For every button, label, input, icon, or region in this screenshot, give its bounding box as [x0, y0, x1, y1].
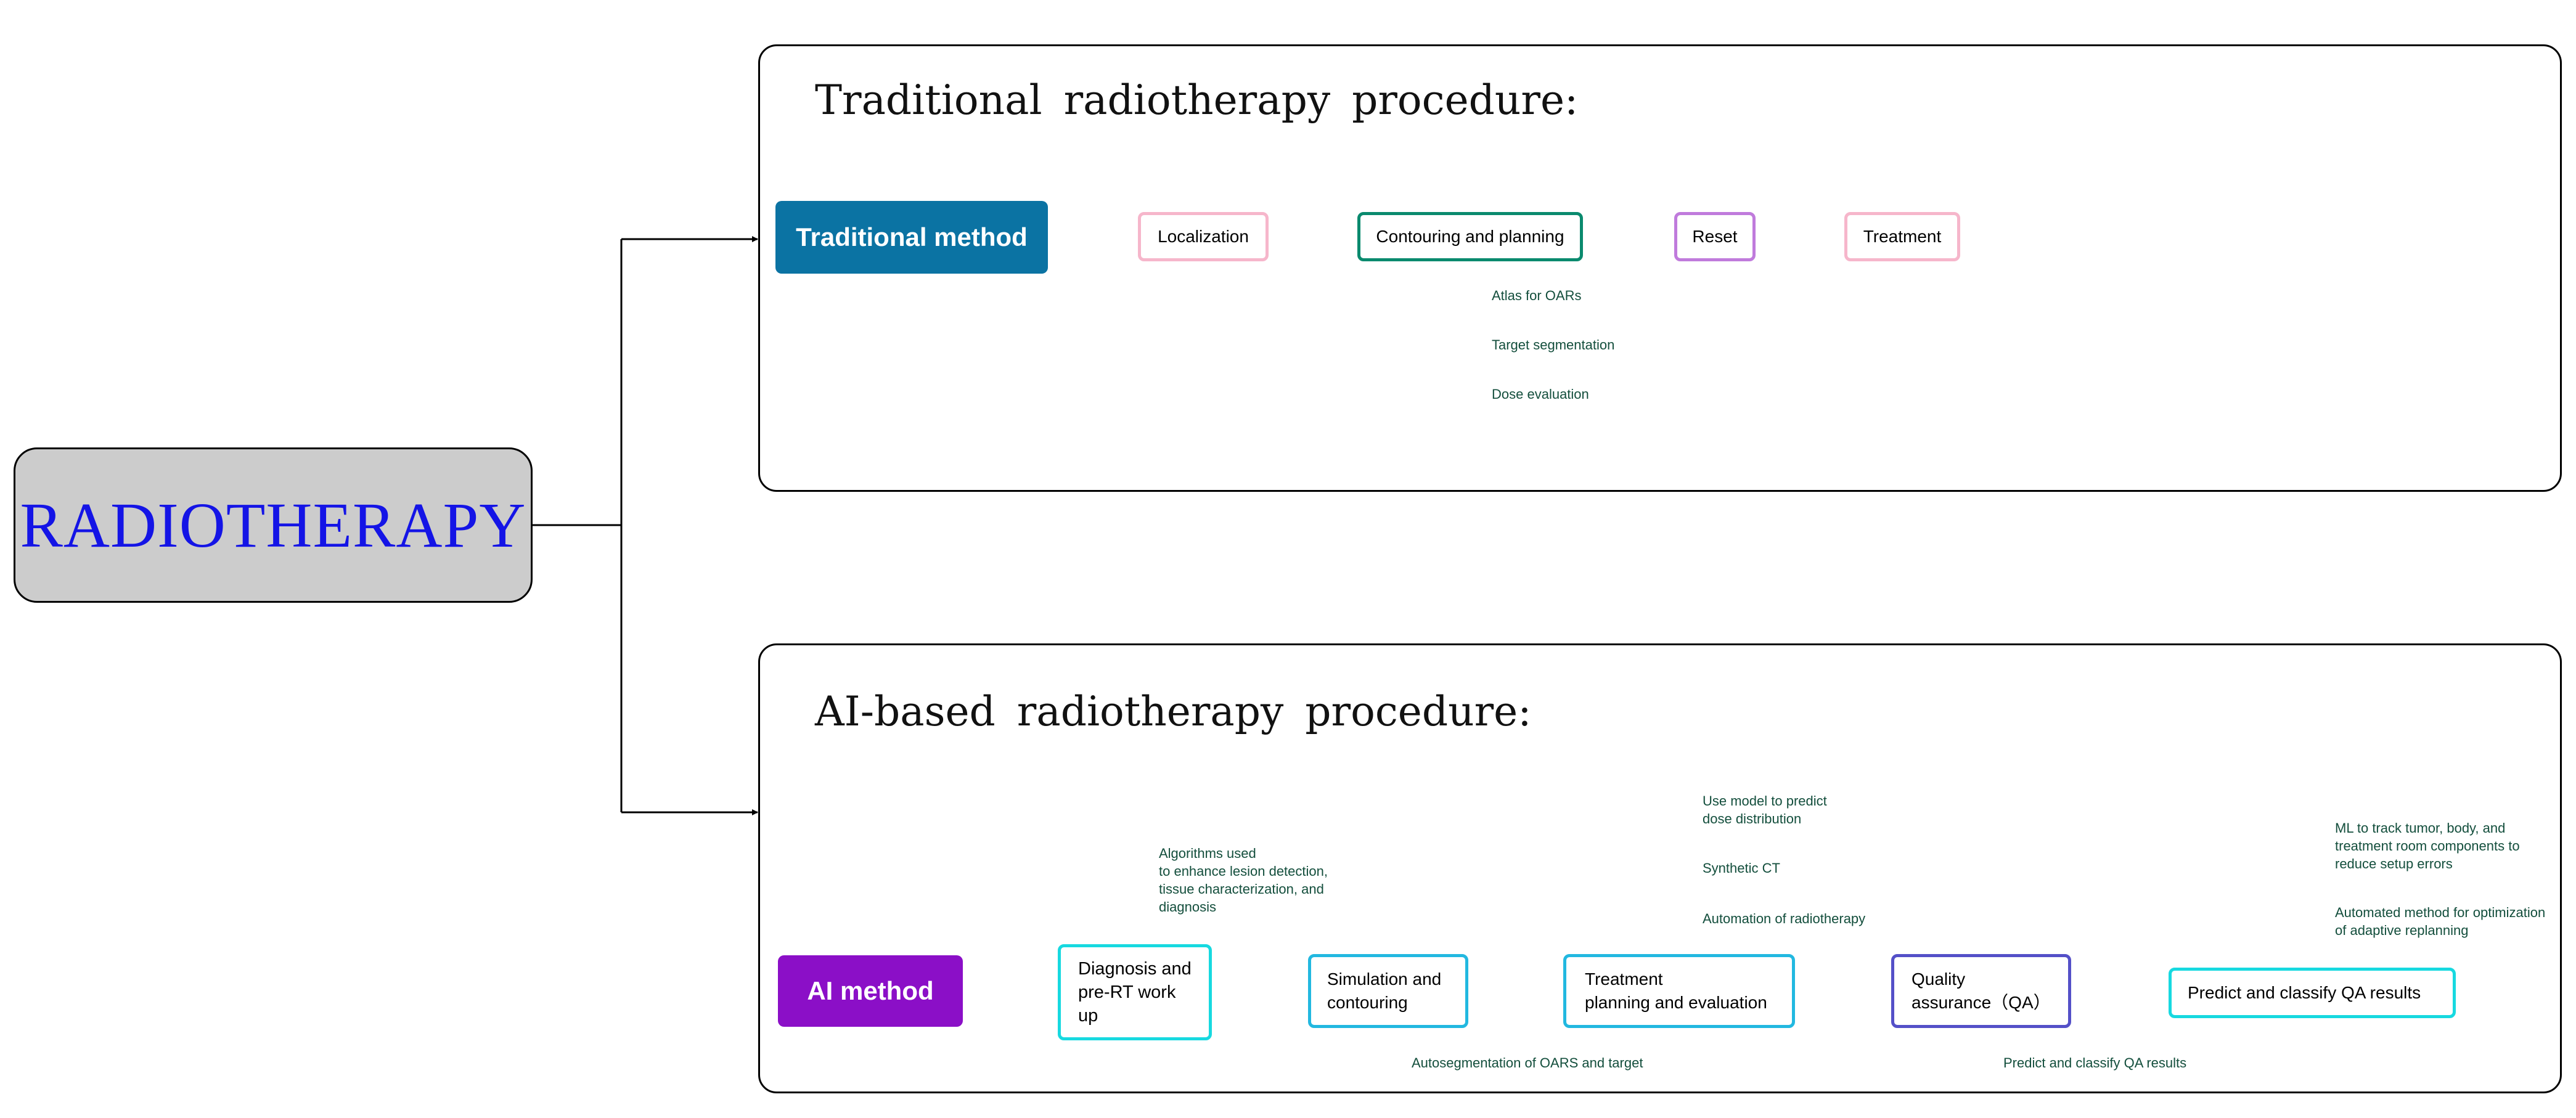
note-synthetic-ct: Synthetic CT — [1703, 860, 1780, 876]
step-reset: Reset — [1674, 212, 1756, 261]
step-contouring-and-planning: Contouring and planning — [1357, 212, 1583, 261]
step-quality-assurance: Quality assurance（QA） — [1891, 954, 2071, 1028]
root-node: RADIOTHERAPY — [14, 447, 533, 603]
step-treatment: Treatment — [1844, 212, 1960, 261]
note-autosegmentation: Autosegmentation of OARS and target — [1412, 1055, 1643, 1071]
branch-atlas-for-oars: Atlas for OARs — [1492, 288, 1582, 303]
traditional-panel-title: Traditional radiotherapy procedure: — [815, 76, 1579, 124]
step-predict-classify: Predict and classify QA results — [2169, 968, 2456, 1018]
root-label: RADIOTHERAPY — [20, 489, 526, 561]
step-diagnosis: Diagnosis and pre-RT work up — [1058, 944, 1212, 1040]
ai-method-box: AI method — [778, 955, 963, 1027]
step-localization: Localization — [1138, 212, 1269, 261]
note-diagnosis-algorithms: Algorithms used to enhance lesion detect… — [1159, 846, 1328, 915]
branch-target-segmentation: Target segmentation — [1492, 337, 1615, 353]
traditional-panel — [758, 44, 2562, 492]
step-treatment-planning: Treatment planning and evaluation — [1563, 954, 1795, 1028]
note-ml-tracking: ML to track tumor, body, and treatment r… — [2335, 820, 2520, 871]
note-predict-dose: Use model to predict dose distribution — [1703, 793, 1827, 826]
step-simulation-contouring: Simulation and contouring — [1308, 954, 1468, 1028]
traditional-method-box: Traditional method — [775, 201, 1048, 274]
ai-panel-title: AI-based radiotherapy procedure: — [815, 688, 1532, 735]
root-connector — [533, 236, 758, 815]
note-qa-predict: Predict and classify QA results — [2003, 1055, 2187, 1071]
note-adaptive-replanning: Automated method for optimization of ada… — [2335, 905, 2546, 938]
branch-dose-evaluation: Dose evaluation — [1492, 386, 1589, 402]
note-automation: Automation of radiotherapy — [1703, 911, 1866, 926]
